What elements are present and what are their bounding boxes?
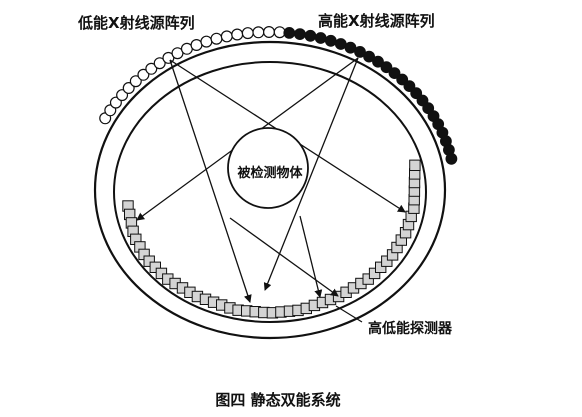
high-energy-source-icon: [334, 38, 347, 50]
detector-element: [409, 159, 421, 172]
xray-beam-line: [229, 217, 339, 297]
low-energy-source-array: [99, 26, 286, 125]
high-energy-source-icon: [372, 55, 384, 68]
low-energy-source-icon: [231, 28, 244, 41]
low-energy-source-icon: [200, 35, 213, 48]
xray-beam-line: [299, 215, 323, 298]
detector-array: [122, 159, 421, 319]
high-energy-source-icon: [294, 28, 306, 40]
inspected-object-circle: [227, 127, 309, 209]
low-energy-source-icon: [241, 27, 254, 40]
object-label: 被检测物体: [236, 165, 303, 181]
low-energy-source-icon: [129, 75, 142, 88]
high-energy-source-icon: [403, 80, 416, 92]
gantry-inner-ring: [113, 61, 427, 323]
high-energy-source-icon: [363, 50, 376, 63]
low-energy-source-icon: [263, 26, 276, 39]
high-energy-source-icon: [388, 67, 401, 79]
high-energy-source-icon: [396, 73, 409, 86]
detector-element: [381, 255, 393, 267]
high-energy-source-array: [283, 27, 458, 165]
xray-beam-paths: [136, 57, 406, 303]
low-energy-source-icon: [190, 38, 203, 51]
low-energy-source-icon: [210, 32, 223, 45]
detector-element: [149, 261, 162, 274]
low-energy-source-icon: [145, 62, 158, 75]
high-energy-array-label: 高能X射线源阵列: [318, 12, 435, 30]
low-energy-source-icon: [137, 68, 150, 81]
high-energy-source-icon: [445, 152, 458, 165]
high-energy-source-icon: [283, 27, 296, 39]
detector-label-leader: [335, 305, 363, 323]
high-energy-source-icon: [354, 46, 366, 58]
figure-caption: 图四 静态双能系统: [215, 391, 340, 409]
detector-element: [375, 261, 387, 274]
detector-element: [368, 267, 381, 280]
high-energy-source-icon: [380, 61, 393, 74]
low-energy-source-icon: [122, 81, 135, 94]
low-energy-source-icon: [220, 30, 233, 43]
gantry-outer-ring: [93, 40, 447, 340]
high-energy-source-icon: [314, 32, 327, 44]
low-energy-source-icon: [252, 26, 265, 39]
low-energy-source-icon: [153, 57, 166, 70]
xray-beam-line: [169, 59, 252, 303]
high-energy-source-icon: [324, 34, 337, 47]
detector-element: [143, 255, 155, 267]
xray-beam-line: [263, 57, 359, 291]
high-energy-source-icon: [304, 29, 317, 42]
detector-label: 高低能探测器: [368, 320, 453, 337]
low-energy-array-label: 低能X射线源阵列: [77, 14, 195, 32]
